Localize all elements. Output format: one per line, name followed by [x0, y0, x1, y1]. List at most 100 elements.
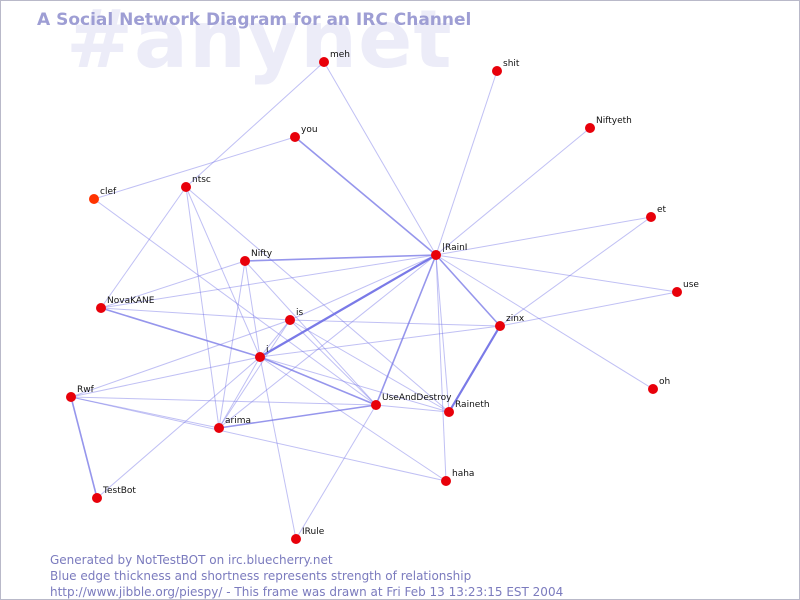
edge-is-arima [218, 319, 291, 429]
edge-rainl-haha [435, 254, 447, 482]
node-irule: IRule [291, 527, 325, 544]
edge-rwf-arima [70, 396, 220, 429]
node-dot-is [285, 315, 295, 325]
node-dot-arima [214, 423, 224, 433]
edge-rainl-raineth [435, 254, 450, 413]
node-label-is: is [296, 308, 304, 318]
edge-rainl-useanddestroy [375, 254, 437, 406]
edge-i-haha [259, 356, 447, 482]
node-dot-useanddestroy [371, 400, 381, 410]
node-rainl: |RainI [431, 243, 467, 260]
diagram-title: A Social Network Diagram for an IRC Chan… [37, 10, 472, 30]
edge-zinx-et [499, 216, 652, 327]
edge-is-novakane [100, 307, 291, 321]
edge-zinx-raineth [448, 325, 501, 413]
edge-rainl-oh [435, 254, 654, 390]
node-dot-rwf [66, 392, 76, 402]
node-meh: meh [319, 50, 350, 67]
edge-rainl-shit [435, 70, 498, 256]
node-clef: clef [89, 187, 117, 204]
node-use: use [672, 280, 699, 297]
edge-nifty-arima [218, 260, 246, 429]
edge-rainl-is [289, 254, 437, 321]
node-dot-testbot [92, 493, 102, 503]
node-label-irule: IRule [302, 527, 325, 537]
node-niftyeth: Niftyeth [585, 116, 632, 133]
node-raineth: Raineth [444, 400, 490, 417]
edge-ntsc-i [185, 186, 261, 358]
edge-useanddestroy-irule [295, 404, 377, 540]
edge-rainl-meh [323, 61, 437, 256]
edge-is-i [259, 319, 291, 358]
edge-rainl-niftyeth [435, 127, 591, 256]
edge-clef-useanddestroy [93, 198, 377, 406]
node-useanddestroy: UseAndDestroy [371, 393, 452, 410]
node-dot-haha [441, 476, 451, 486]
edge-meh-ntsc [185, 61, 325, 188]
edge-rainl-et [435, 216, 652, 256]
edge-nifty-i [244, 260, 261, 358]
footer-legend: Blue edge thickness and shortness repres… [50, 569, 472, 583]
node-label-arima: arima [225, 416, 251, 426]
edge-useanddestroy-raineth [375, 404, 450, 413]
node-i: i [255, 345, 269, 362]
edge-zinx-use [499, 291, 678, 327]
edge-is-raineth [289, 319, 450, 413]
node-dot-clef [89, 194, 99, 204]
edge-ntsc-novakane [100, 186, 187, 309]
edge-nifty-novakane [100, 260, 246, 309]
node-et: et [646, 205, 667, 222]
edge-i-irule [259, 356, 297, 540]
edge-rwf-testbot [70, 396, 98, 499]
node-dot-zinx [495, 321, 505, 331]
edge-rwf-useanddestroy [70, 396, 377, 406]
node-ntsc: ntsc [181, 175, 211, 192]
channel-watermark: #anynet [66, 0, 453, 86]
node-dot-et [646, 212, 656, 222]
node-dot-i [255, 352, 265, 362]
edge-i-testbot [96, 356, 261, 499]
node-dot-oh [648, 384, 658, 394]
node-arima: arima [214, 416, 251, 433]
edge-rwf-haha [70, 396, 447, 482]
edge-zinx-is [289, 319, 501, 327]
node-label-meh: meh [330, 50, 350, 60]
node-oh: oh [648, 377, 670, 394]
node-label-i: i [266, 345, 269, 355]
node-dot-irule [291, 534, 301, 544]
edge-rainl-i [259, 254, 437, 358]
edge-ntsc-raineth [185, 186, 450, 413]
edge-zinx-i [259, 325, 501, 358]
edge-i-useanddestroy [259, 356, 377, 406]
node-label-shit: shit [503, 59, 520, 69]
edge-rainl-arima [218, 254, 437, 429]
node-dot-you [290, 132, 300, 142]
edge-i-raineth [259, 356, 450, 413]
edge-rainl-novakane [100, 254, 437, 309]
footer-generated-by: Generated by NotTestBOT on irc.bluecherr… [50, 553, 333, 567]
node-dot-novakane [96, 303, 106, 313]
edge-rainl-use [435, 254, 678, 293]
edge-you-clef [93, 136, 296, 200]
footer-url-timestamp: http://www.jibble.org/piespy/ - This fra… [50, 585, 564, 599]
node-dot-use [672, 287, 682, 297]
node-zinx: zinx [495, 314, 525, 331]
node-label-zinx: zinx [506, 314, 525, 324]
node-label-haha: haha [452, 469, 474, 479]
node-label-clef: clef [100, 187, 117, 197]
edge-i-rwf [70, 356, 261, 398]
node-you: you [290, 125, 318, 142]
node-label-et: et [657, 205, 667, 215]
node-label-testbot: TestBot [102, 486, 136, 496]
node-dot-ntsc [181, 182, 191, 192]
node-nifty: Nifty [240, 249, 273, 266]
edge-is-rwf [70, 319, 291, 398]
node-haha: haha [441, 469, 474, 486]
edges-layer [70, 61, 678, 540]
edge-rainl-nifty [244, 254, 437, 262]
node-label-niftyeth: Niftyeth [596, 116, 632, 126]
node-dot-meh [319, 57, 329, 67]
node-label-oh: oh [659, 377, 670, 387]
